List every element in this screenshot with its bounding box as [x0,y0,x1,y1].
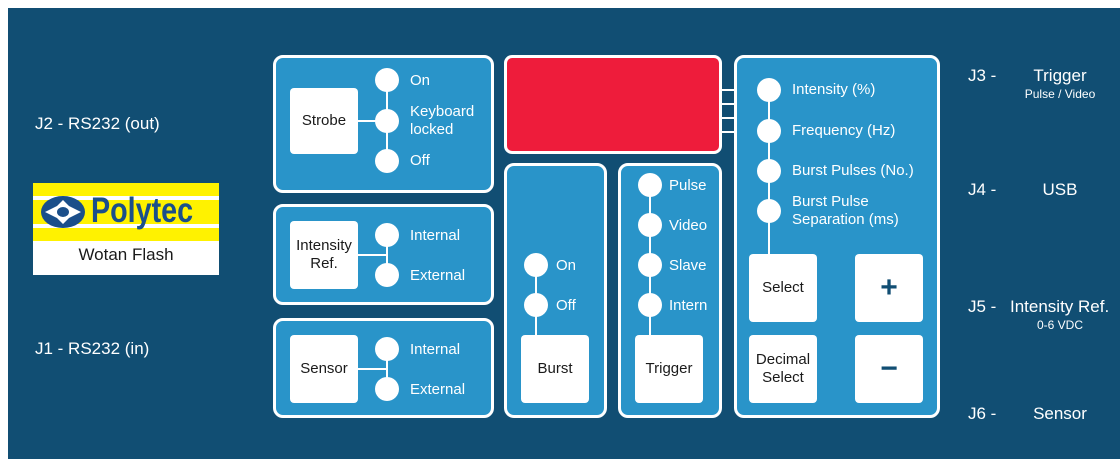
minus-button[interactable]: − [855,335,923,403]
polytec-logo: Polytec Wotan Flash [33,183,219,275]
strobe-off-led[interactable] [375,149,399,173]
connector-j5-sub: 0-6 VDC [1036,318,1083,332]
decimal-select-button[interactable]: Decimal Select [749,335,817,403]
strobe-option-keyboard-locked: Keyboard locked [410,103,475,138]
intensity-led[interactable] [757,78,781,102]
burst-option-off: Off [556,297,576,314]
trigger-option-pulse: Pulse [669,177,707,194]
parameter-option-burst-pulse-separation: Burst Pulse Separation (ms) [792,193,899,228]
connector-j3-label: J3 - [968,66,997,85]
sensor-button[interactable]: Sensor [290,335,358,403]
sensor-option-internal: Internal [410,341,461,358]
connector-j2-label: J2 - RS232 (out) [35,114,160,133]
trigger-slave-led[interactable] [638,253,662,277]
connector-j4-label: J4 - [968,180,997,199]
burst-button[interactable]: Burst [521,335,589,403]
parameter-option-burst-pulses: Burst Pulses (No.) [792,162,914,179]
strobe-button[interactable]: Strobe [290,88,358,154]
logo-product-name: Wotan Flash [78,245,174,264]
sensor-internal-led[interactable] [375,337,399,361]
parameter-option-frequency: Frequency (Hz) [792,122,896,139]
strobe-keyboard-locked-led[interactable] [375,109,399,133]
intensity-ref-connector-line [358,254,386,256]
connector-j6-name: Sensor [1033,404,1087,423]
select-button[interactable]: Select [749,254,817,322]
sensor-connector-line [358,368,386,370]
display-connector-line [722,117,736,119]
connector-j5-name: Intensity Ref. [1010,297,1110,316]
plus-button[interactable]: + [855,254,923,322]
sensor-connector-line [386,349,388,389]
display-connector-line [722,103,736,105]
intensity-ref-internal-led[interactable] [375,223,399,247]
trigger-intern-led[interactable] [638,293,662,317]
burst-option-on: On [556,257,577,274]
burst-pulse-separation-led[interactable] [757,199,781,223]
intensity-ref-connector-line [386,235,388,275]
sensor-option-external: External [410,381,466,398]
intensity-ref-button[interactable]: Intensity Ref. [290,221,358,289]
connector-j3-sub: Pulse / Video [1024,87,1096,101]
frequency-led[interactable] [757,119,781,143]
red-display [504,55,722,154]
strobe-on-led[interactable] [375,68,399,92]
trigger-option-slave: Slave [669,257,707,274]
trigger-pulse-led[interactable] [638,173,662,197]
parameter-option-intensity: Intensity (%) [792,81,876,98]
display-connector-line [722,89,736,91]
intensity-ref-option-internal: Internal [410,227,461,244]
connector-j4-name: USB [1042,180,1078,199]
strobe-option-off: Off [410,152,430,169]
trigger-option-intern: Intern [669,297,708,314]
connector-j5-label: J5 - [968,297,997,316]
trigger-button[interactable]: Trigger [635,335,703,403]
connector-j1-label: J1 - RS232 (in) [35,339,150,358]
trigger-option-video: Video [669,217,708,234]
burst-pulses-led[interactable] [757,159,781,183]
display-connector-line [722,131,736,133]
intensity-ref-external-led[interactable] [375,263,399,287]
logo-brand-text: Polytec [91,191,194,230]
strobe-connector-line [358,120,386,122]
trigger-video-led[interactable] [638,213,662,237]
sensor-external-led[interactable] [375,377,399,401]
burst-off-led[interactable] [524,293,548,317]
burst-on-led[interactable] [524,253,548,277]
connector-j3-name: Trigger [1033,66,1087,85]
intensity-ref-option-external: External [410,267,466,284]
connector-j6-label: J6 - [968,404,997,423]
strobe-option-on: On [410,72,431,89]
polytec-emblem-icon [41,196,85,228]
logo-stripe [33,196,219,200]
logo-stripe [33,224,219,228]
